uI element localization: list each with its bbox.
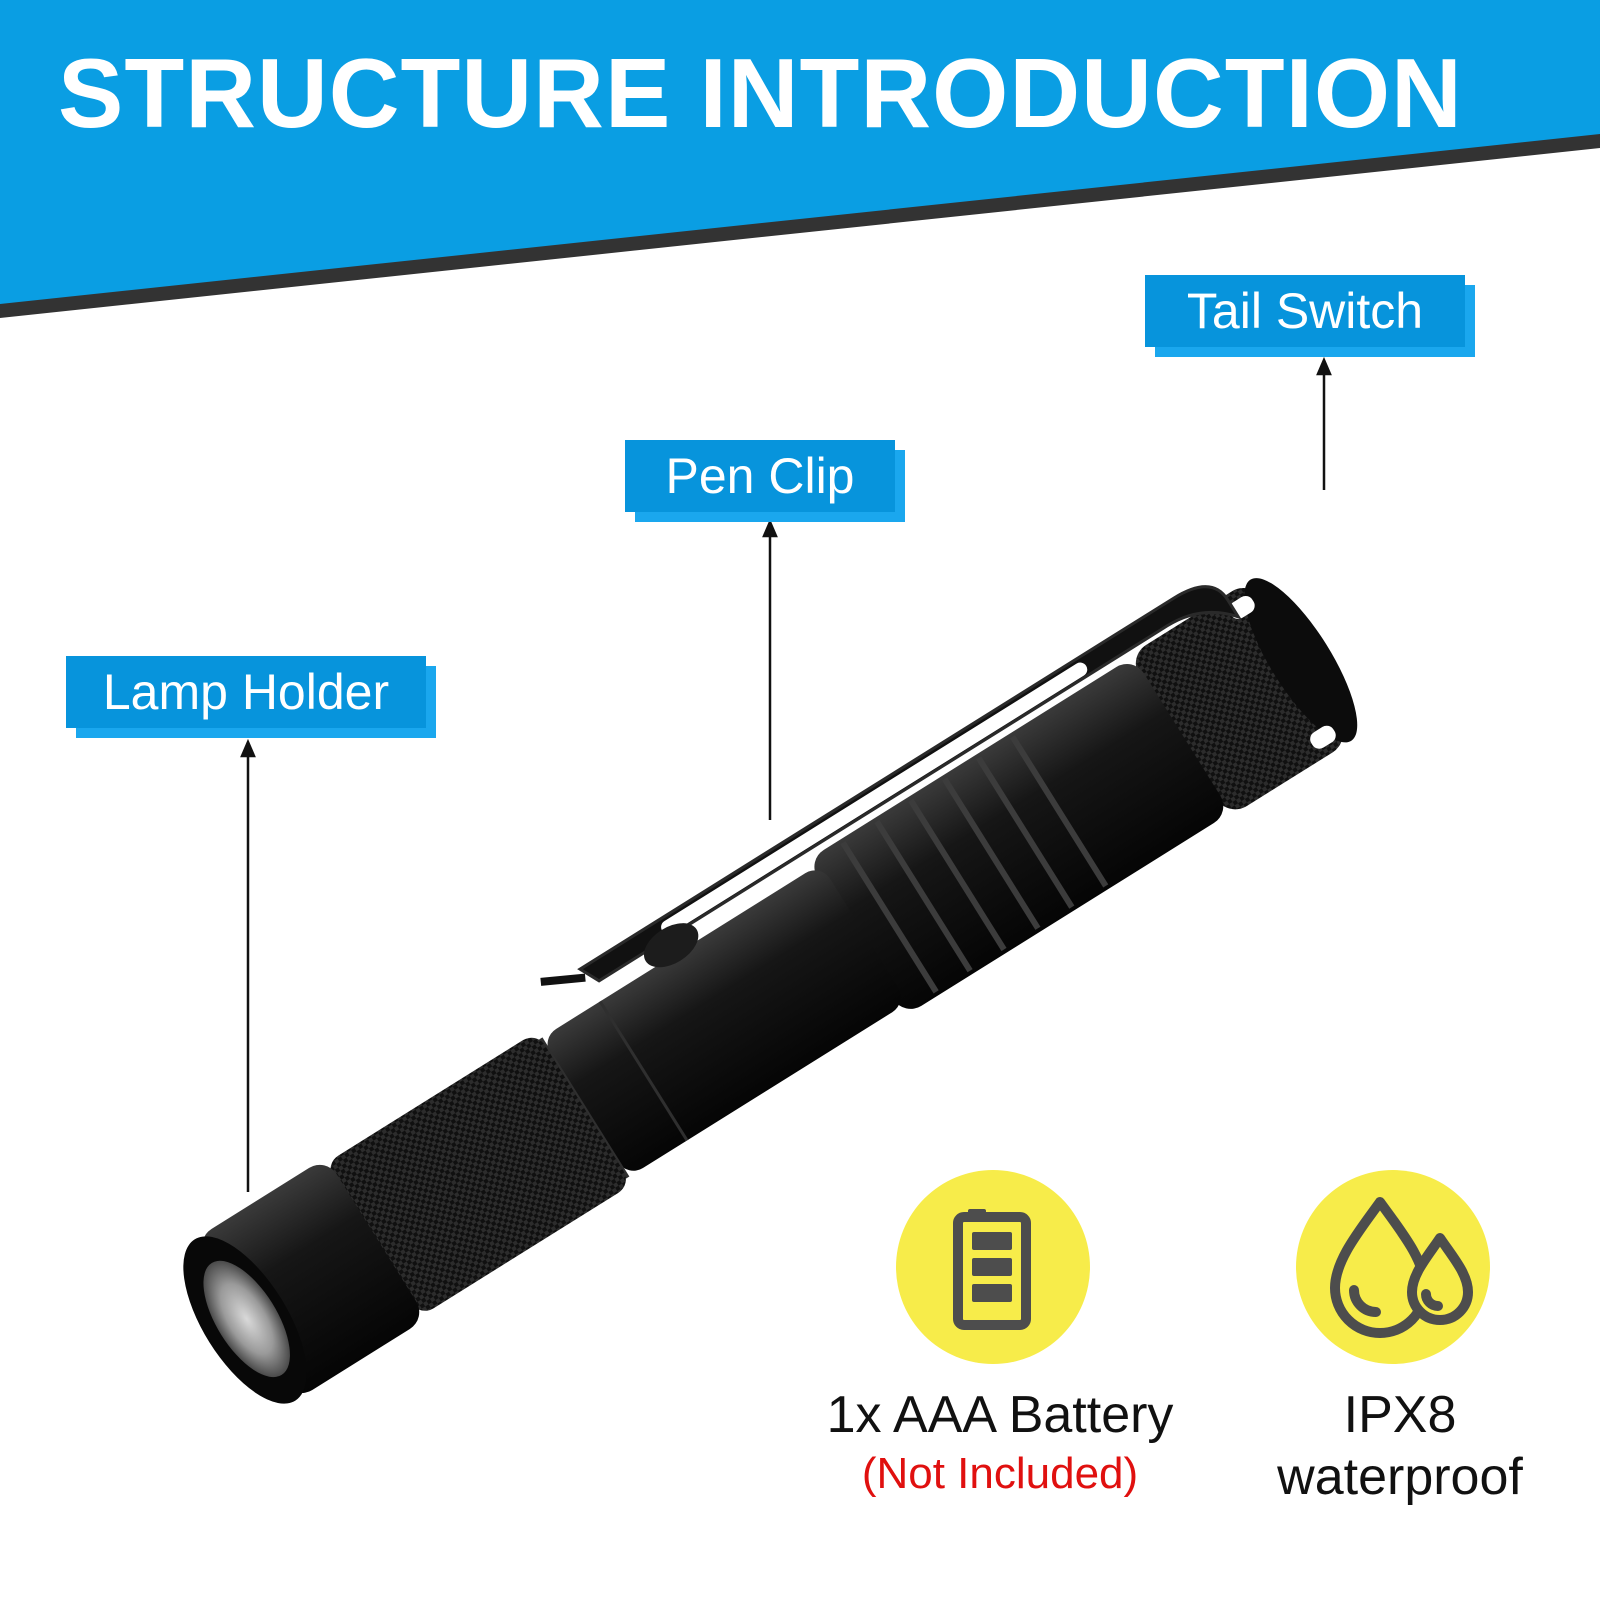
battery-caption: 1x AAA Battery: [826, 1386, 1174, 1444]
waterproof-caption: waterproof: [1277, 1448, 1523, 1506]
water-drops-icon: [1330, 1197, 1473, 1338]
tail-switch-label: Tail Switch: [1145, 275, 1465, 347]
callout-lines: [240, 356, 1332, 1192]
flashlight: [183, 578, 1358, 1404]
body-tube: [547, 870, 901, 1171]
lamp-holder-label: Lamp Holder: [66, 656, 426, 728]
tail-cap: [1135, 588, 1343, 810]
banner-blue-band: [0, 0, 1600, 304]
pen-clip: [540, 585, 1242, 986]
head-knurl: [330, 1037, 626, 1311]
pen-clip-label: Pen Clip: [625, 440, 895, 512]
waterproof-rating: IPX8: [1343, 1386, 1457, 1444]
lens: [203, 1260, 290, 1378]
battery-note: (Not Included): [861, 1449, 1139, 1498]
header-banner: [0, 0, 1600, 318]
body-grip: [814, 663, 1224, 1009]
page-title: STRUCTURE INTRODUCTION: [58, 38, 1463, 148]
battery-icon: [953, 1209, 1031, 1330]
